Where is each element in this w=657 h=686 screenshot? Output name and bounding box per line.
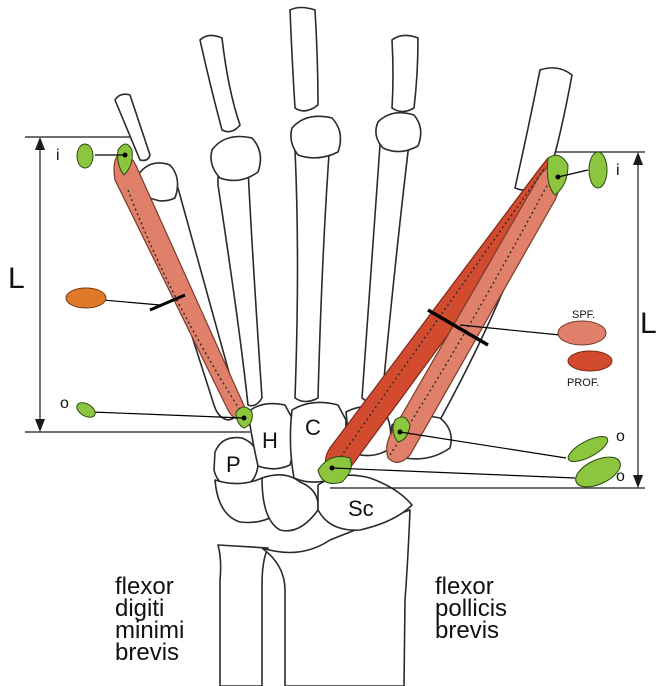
dm-origin-label: o [60, 395, 69, 412]
dm-length-label: L [8, 262, 25, 295]
profundus-cross-section [568, 351, 612, 371]
hamate-label: H [262, 428, 278, 453]
mc3-head [291, 116, 341, 158]
scaphoid-label: Sc [348, 496, 374, 521]
phalanx-4 [200, 35, 240, 131]
metacarpal-3 [295, 134, 330, 402]
dm-origin-marker [74, 400, 97, 420]
cross-section-key [66, 288, 612, 371]
capitate-label: C [305, 415, 321, 440]
dm-insertion-label: i [56, 147, 60, 164]
fpb-length-label: L [640, 307, 657, 340]
fpb-origin-label-1: o [616, 428, 625, 445]
mc4-head [211, 137, 260, 181]
profundus-label: PROF. [567, 377, 599, 389]
mc2-head [376, 113, 421, 152]
lunate-bone [262, 475, 318, 531]
fpb-origin-label-2: o [616, 468, 625, 485]
fpb-insertion-marker [589, 152, 607, 188]
ulna [218, 545, 268, 686]
caption-line: brevis [435, 620, 507, 642]
dm-insertion-marker [77, 144, 93, 168]
phalanx-2 [392, 35, 418, 111]
left-muscle-caption: flexor digiti minimi brevis [115, 576, 184, 664]
phalanx-3 [290, 8, 318, 111]
fpb-insertion-label: i [616, 162, 620, 179]
superficial-label: SPF. [572, 309, 595, 321]
superficial-muscle [387, 162, 560, 462]
dm-cross-section [66, 288, 106, 308]
superficial-cross-section [558, 321, 606, 345]
radius [262, 510, 410, 686]
caption-line: brevis [115, 642, 184, 664]
right-muscle-caption: flexor pollicis brevis [435, 576, 507, 642]
pisiform-label: P [226, 452, 241, 477]
